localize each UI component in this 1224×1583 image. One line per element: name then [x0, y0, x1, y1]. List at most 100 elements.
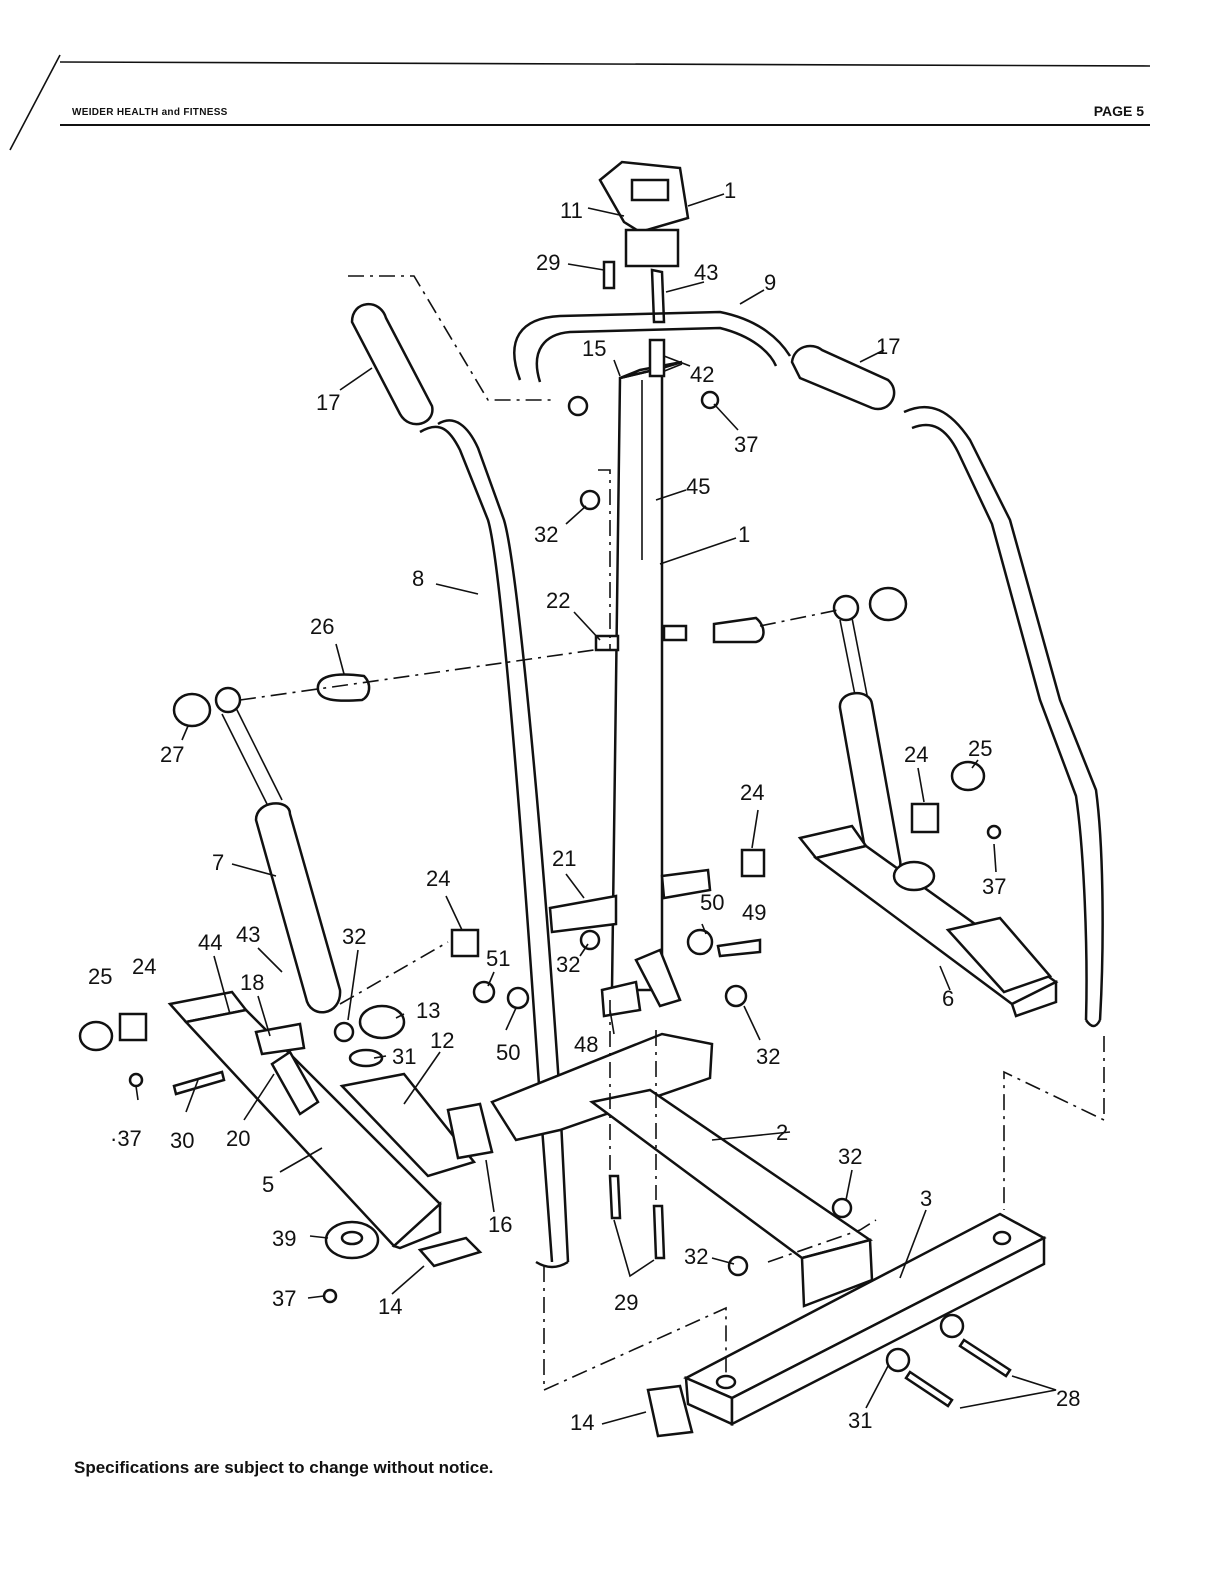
leader-29-top [567, 263, 605, 271]
callout-31-left: 31 [392, 1044, 416, 1069]
leader-2 [711, 1131, 791, 1141]
callout-32-mid: 32 [556, 952, 580, 977]
cap-25-left [78, 1020, 114, 1052]
leader-32-top [565, 505, 587, 525]
assembly-line-f [543, 1266, 727, 1392]
leader-16 [485, 1159, 495, 1213]
leader-17-left [339, 367, 373, 391]
leader-8 [435, 583, 479, 595]
leader-51 [487, 971, 495, 987]
callout-7: 7 [212, 850, 224, 875]
grip-17-right [790, 344, 896, 411]
callout-26: 26 [310, 614, 334, 639]
leader-5 [279, 1147, 323, 1173]
washer-31-a [939, 1313, 965, 1339]
callout-16: 16 [488, 1212, 512, 1237]
handlebar-9 [513, 310, 792, 381]
bushing-26 [316, 673, 371, 702]
pivot-22-right [662, 624, 688, 642]
callout-43-top: 43 [694, 260, 718, 285]
callout-32-base2: 32 [684, 1244, 708, 1269]
nut-32-c [579, 489, 601, 511]
leader-29-base [613, 1219, 655, 1278]
callout-24-b: 24 [740, 780, 764, 805]
leader-25-right [971, 759, 979, 769]
pedal-arm-5 [167, 990, 442, 1250]
handlebar-9-inner [535, 326, 778, 383]
knob-13 [358, 1004, 406, 1040]
leader-32-left [347, 949, 359, 1021]
assembly-line-d [339, 941, 449, 1005]
assembly-line-e [1003, 1036, 1105, 1210]
leader-45 [655, 489, 687, 501]
callout-13: 13 [416, 998, 440, 1023]
callout-42: 42 [690, 362, 714, 387]
callout-24-d: 24 [132, 954, 156, 979]
leader-10 [687, 193, 725, 207]
company-header: WEIDER HEALTH and FITNESS [72, 107, 228, 118]
callout-43-left: 43 [236, 922, 260, 947]
leader-32-right [743, 1005, 761, 1041]
bolt-49 [716, 938, 762, 958]
assembly-line-c [759, 609, 839, 627]
cap-25-right [950, 760, 986, 792]
leader-30 [185, 1079, 199, 1113]
callout-32-right: 32 [756, 1044, 780, 1069]
leader-32-mid [579, 943, 589, 957]
callout-32-left: 32 [342, 924, 366, 949]
link-20 [270, 1050, 320, 1116]
callout-17-right: 17 [876, 334, 900, 359]
nut-32-d [333, 1021, 355, 1043]
callout-1: 1 [738, 522, 750, 547]
pedal-arm-6 [797, 824, 1059, 1018]
specifications-note: Specifications are subject to change wit… [74, 1458, 494, 1477]
callout-30: 30 [170, 1128, 194, 1153]
leader-12 [403, 1051, 441, 1105]
callout-39: 39 [272, 1226, 296, 1251]
leader-3 [899, 1209, 927, 1279]
callout-50-right: 50 [700, 890, 724, 915]
pivot-22-left [594, 634, 620, 652]
bolt-29-b [652, 1204, 666, 1260]
callout-29-base: 29 [614, 1290, 638, 1315]
nut-32-a [579, 929, 601, 951]
bolt-29-top [602, 260, 616, 290]
callout-14-left: 14 [378, 1294, 402, 1319]
callout-10: 1 [724, 178, 736, 203]
leader-1 [659, 537, 737, 565]
washer-31-left [348, 1048, 384, 1068]
endblock-24-b [740, 848, 766, 878]
assembly-line-i [598, 469, 611, 650]
leader-24-a [445, 895, 463, 931]
callout-32-base: 32 [838, 1144, 862, 1169]
screw-37-left [128, 1072, 144, 1088]
header-rule [60, 124, 1150, 126]
cylinder-7 [214, 686, 342, 1014]
leader-39 [309, 1235, 329, 1239]
handle-8-inner [437, 419, 570, 1263]
callout-18: 18 [240, 970, 264, 995]
callout-48: 48 [574, 1032, 598, 1057]
handle-8-outer [419, 425, 554, 1263]
callout-9: 9 [764, 270, 776, 295]
leader-15 [613, 359, 621, 377]
callout-8: 8 [412, 566, 424, 591]
leader-32-base [845, 1169, 853, 1201]
screw-37-right [986, 824, 1002, 840]
axle-21-right [660, 868, 712, 900]
bolt-29-a [608, 1174, 622, 1220]
leader-20 [243, 1073, 275, 1121]
leader-31-left [373, 1055, 387, 1059]
leader-14-front [601, 1411, 647, 1425]
callout-20: 20 [226, 1126, 250, 1151]
leader-43-top [665, 281, 705, 293]
washer-50-right [686, 928, 714, 956]
leader-27 [181, 725, 189, 741]
handle-right-outer [903, 405, 1104, 1021]
callout-37-right: 37 [982, 874, 1006, 899]
leader-37-bottom [307, 1295, 325, 1299]
leader-44 [213, 955, 231, 1015]
callout-24-c: 24 [904, 742, 928, 767]
console-unit [598, 160, 690, 324]
